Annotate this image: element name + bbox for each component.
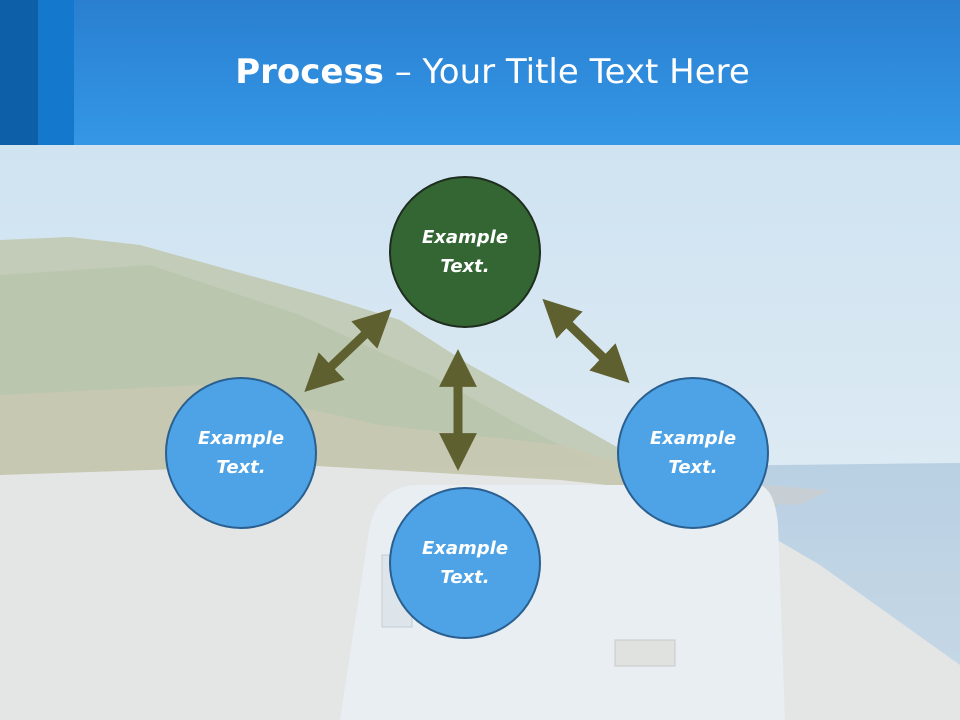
header-accent-bar <box>38 0 74 145</box>
slide-title-bold: Process <box>235 52 384 92</box>
header-accent-bar-dark <box>0 0 38 145</box>
node-left: Example Text. <box>165 377 317 529</box>
arrow-top-right <box>542 298 630 384</box>
slide-header <box>0 0 960 145</box>
node-bottom-label: Example Text. <box>421 538 509 588</box>
node-left-label: Example Text. <box>197 428 285 478</box>
node-right-label: Example Text. <box>649 428 737 478</box>
node-top-label: Example Text. <box>421 227 509 277</box>
arrow-top-left <box>304 308 392 393</box>
node-bottom: Example Text. <box>389 487 541 639</box>
slide-title: Process – Your Title Text Here <box>0 52 960 92</box>
node-top: Example Text. <box>389 176 541 328</box>
slide-title-rest: – Your Title Text Here <box>383 52 750 92</box>
node-right: Example Text. <box>617 377 769 529</box>
